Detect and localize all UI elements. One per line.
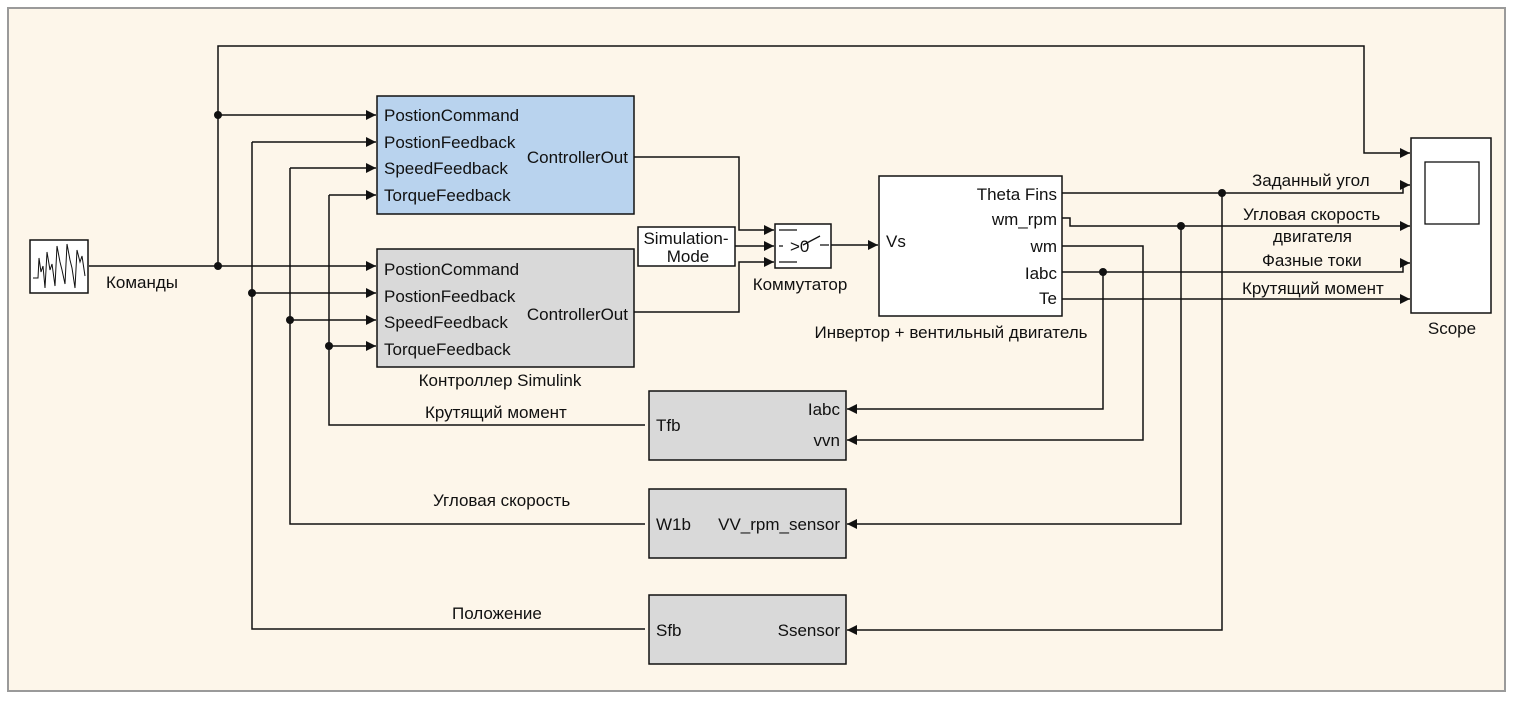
- wire-simulink-out: [634, 257, 774, 313]
- junction-dot: [1177, 222, 1185, 230]
- junctions: [214, 111, 1226, 350]
- wire-commands-to-scope: [217, 45, 1410, 266]
- simulink-input-label: TorqueFeedback: [384, 340, 511, 359]
- wire-theta-to-position-sensor: [847, 193, 1223, 635]
- diagram-frame: [7, 7, 1506, 692]
- position-sensor-block[interactable]: Sfb Ssensor: [648, 594, 847, 665]
- simulink-input-label: PostionCommand: [384, 260, 519, 279]
- scope-label-speed-line1: Угловая скорость: [1243, 205, 1380, 224]
- inverter-output-label: wm: [1030, 237, 1057, 256]
- scope-caption: Scope: [1428, 319, 1476, 338]
- scope-label-torque: Крутящий момент: [1242, 279, 1384, 298]
- inverter-output-label: Te: [1039, 289, 1057, 308]
- inverter-output-label: Theta Fins: [977, 185, 1057, 204]
- simulation-mode-block[interactable]: Simulation- Mode: [637, 226, 736, 267]
- junction-dot: [1099, 268, 1107, 276]
- junction-dot: [214, 111, 222, 119]
- torque-sensor-input: vvn: [814, 431, 840, 450]
- simulink-input-label: PostionFeedback: [384, 287, 516, 306]
- signal-waveform-icon: [33, 243, 86, 289]
- speed-sensor-output: W1b: [656, 515, 691, 534]
- simulink-caption: Контроллер Simulink: [419, 371, 582, 390]
- scope-label-currents: Фазные токи: [1262, 251, 1362, 270]
- controller-input-label: SpeedFeedback: [384, 159, 508, 178]
- switch-symbol: >0: [790, 237, 809, 256]
- scope-label-angle: Заданный угол: [1252, 171, 1370, 190]
- commands-label: Команды: [106, 273, 178, 292]
- inverter-output-label: Iabc: [1025, 264, 1058, 283]
- wire-iabc-to-torque-sensor: [847, 272, 1104, 414]
- simulation-mode-line2: Mode: [667, 247, 710, 266]
- torque-wire-label: Крутящий момент: [425, 403, 567, 422]
- simulink-output-label: ControllerOut: [527, 305, 628, 324]
- inverter-caption: Инвертор + вентильный двигатель: [814, 323, 1087, 342]
- wire-torque-feedback: [328, 195, 645, 426]
- wire-speed-feedback: [289, 168, 645, 525]
- torque-sensor-input: Iabc: [808, 400, 841, 419]
- controller-input-label: PostionCommand: [384, 106, 519, 125]
- wire-controller-out: [634, 156, 774, 235]
- controller-input-label: TorqueFeedback: [384, 186, 511, 205]
- junction-dot: [325, 342, 333, 350]
- inverter-input-label: Vs: [886, 232, 906, 251]
- wire-wm-to-torque-sensor: [847, 245, 1144, 445]
- controller-block[interactable]: PostionCommand PostionFeedback SpeedFeed…: [376, 95, 635, 215]
- wire-wmrpm-to-scope: [1062, 217, 1410, 231]
- wire-theta-to-scope: [1062, 180, 1410, 194]
- position-sensor-output: Sfb: [656, 621, 682, 640]
- scope-screen-icon: [1424, 161, 1480, 225]
- switch-caption: Коммутатор: [753, 275, 848, 294]
- scope-label-speed-line2: двигателя: [1273, 227, 1352, 246]
- junction-dot: [1218, 189, 1226, 197]
- junction-dot: [248, 289, 256, 297]
- wire-wmrpm-to-speed-sensor: [847, 226, 1182, 529]
- speed-sensor-input: VV_rpm_sensor: [718, 515, 840, 534]
- wire-position-feedback: [251, 142, 645, 630]
- switch-contacts-icon: [779, 229, 829, 263]
- switch-block[interactable]: >0: [774, 223, 832, 269]
- inverter-output-label: wm_rpm: [991, 210, 1057, 229]
- simulink-controller-block[interactable]: PostionCommand PostionFeedback SpeedFeed…: [376, 248, 635, 368]
- junction-dot: [286, 316, 294, 324]
- controller-output-label: ControllerOut: [527, 148, 628, 167]
- torque-sensor-output: Tfb: [656, 416, 681, 435]
- torque-sensor-block[interactable]: Tfb Iabc vvn: [648, 390, 847, 461]
- position-wire-label: Положение: [452, 604, 542, 623]
- speed-wire-label: Угловая скорость: [433, 491, 570, 510]
- wire-iabc-to-scope: [1062, 258, 1410, 273]
- controller-input-label: PostionFeedback: [384, 133, 516, 152]
- inverter-block[interactable]: Vs Theta Fins wm_rpm wm Iabc Te: [878, 175, 1063, 317]
- position-sensor-input: Ssensor: [778, 621, 841, 640]
- simulink-input-label: SpeedFeedback: [384, 313, 508, 332]
- junction-dot: [214, 262, 222, 270]
- simulation-mode-line1: Simulation-: [643, 229, 728, 248]
- wires: [89, 45, 1410, 635]
- speed-sensor-block[interactable]: W1b VV_rpm_sensor: [648, 488, 847, 559]
- scope-block[interactable]: [1410, 137, 1492, 314]
- signal-source-block[interactable]: [29, 239, 89, 294]
